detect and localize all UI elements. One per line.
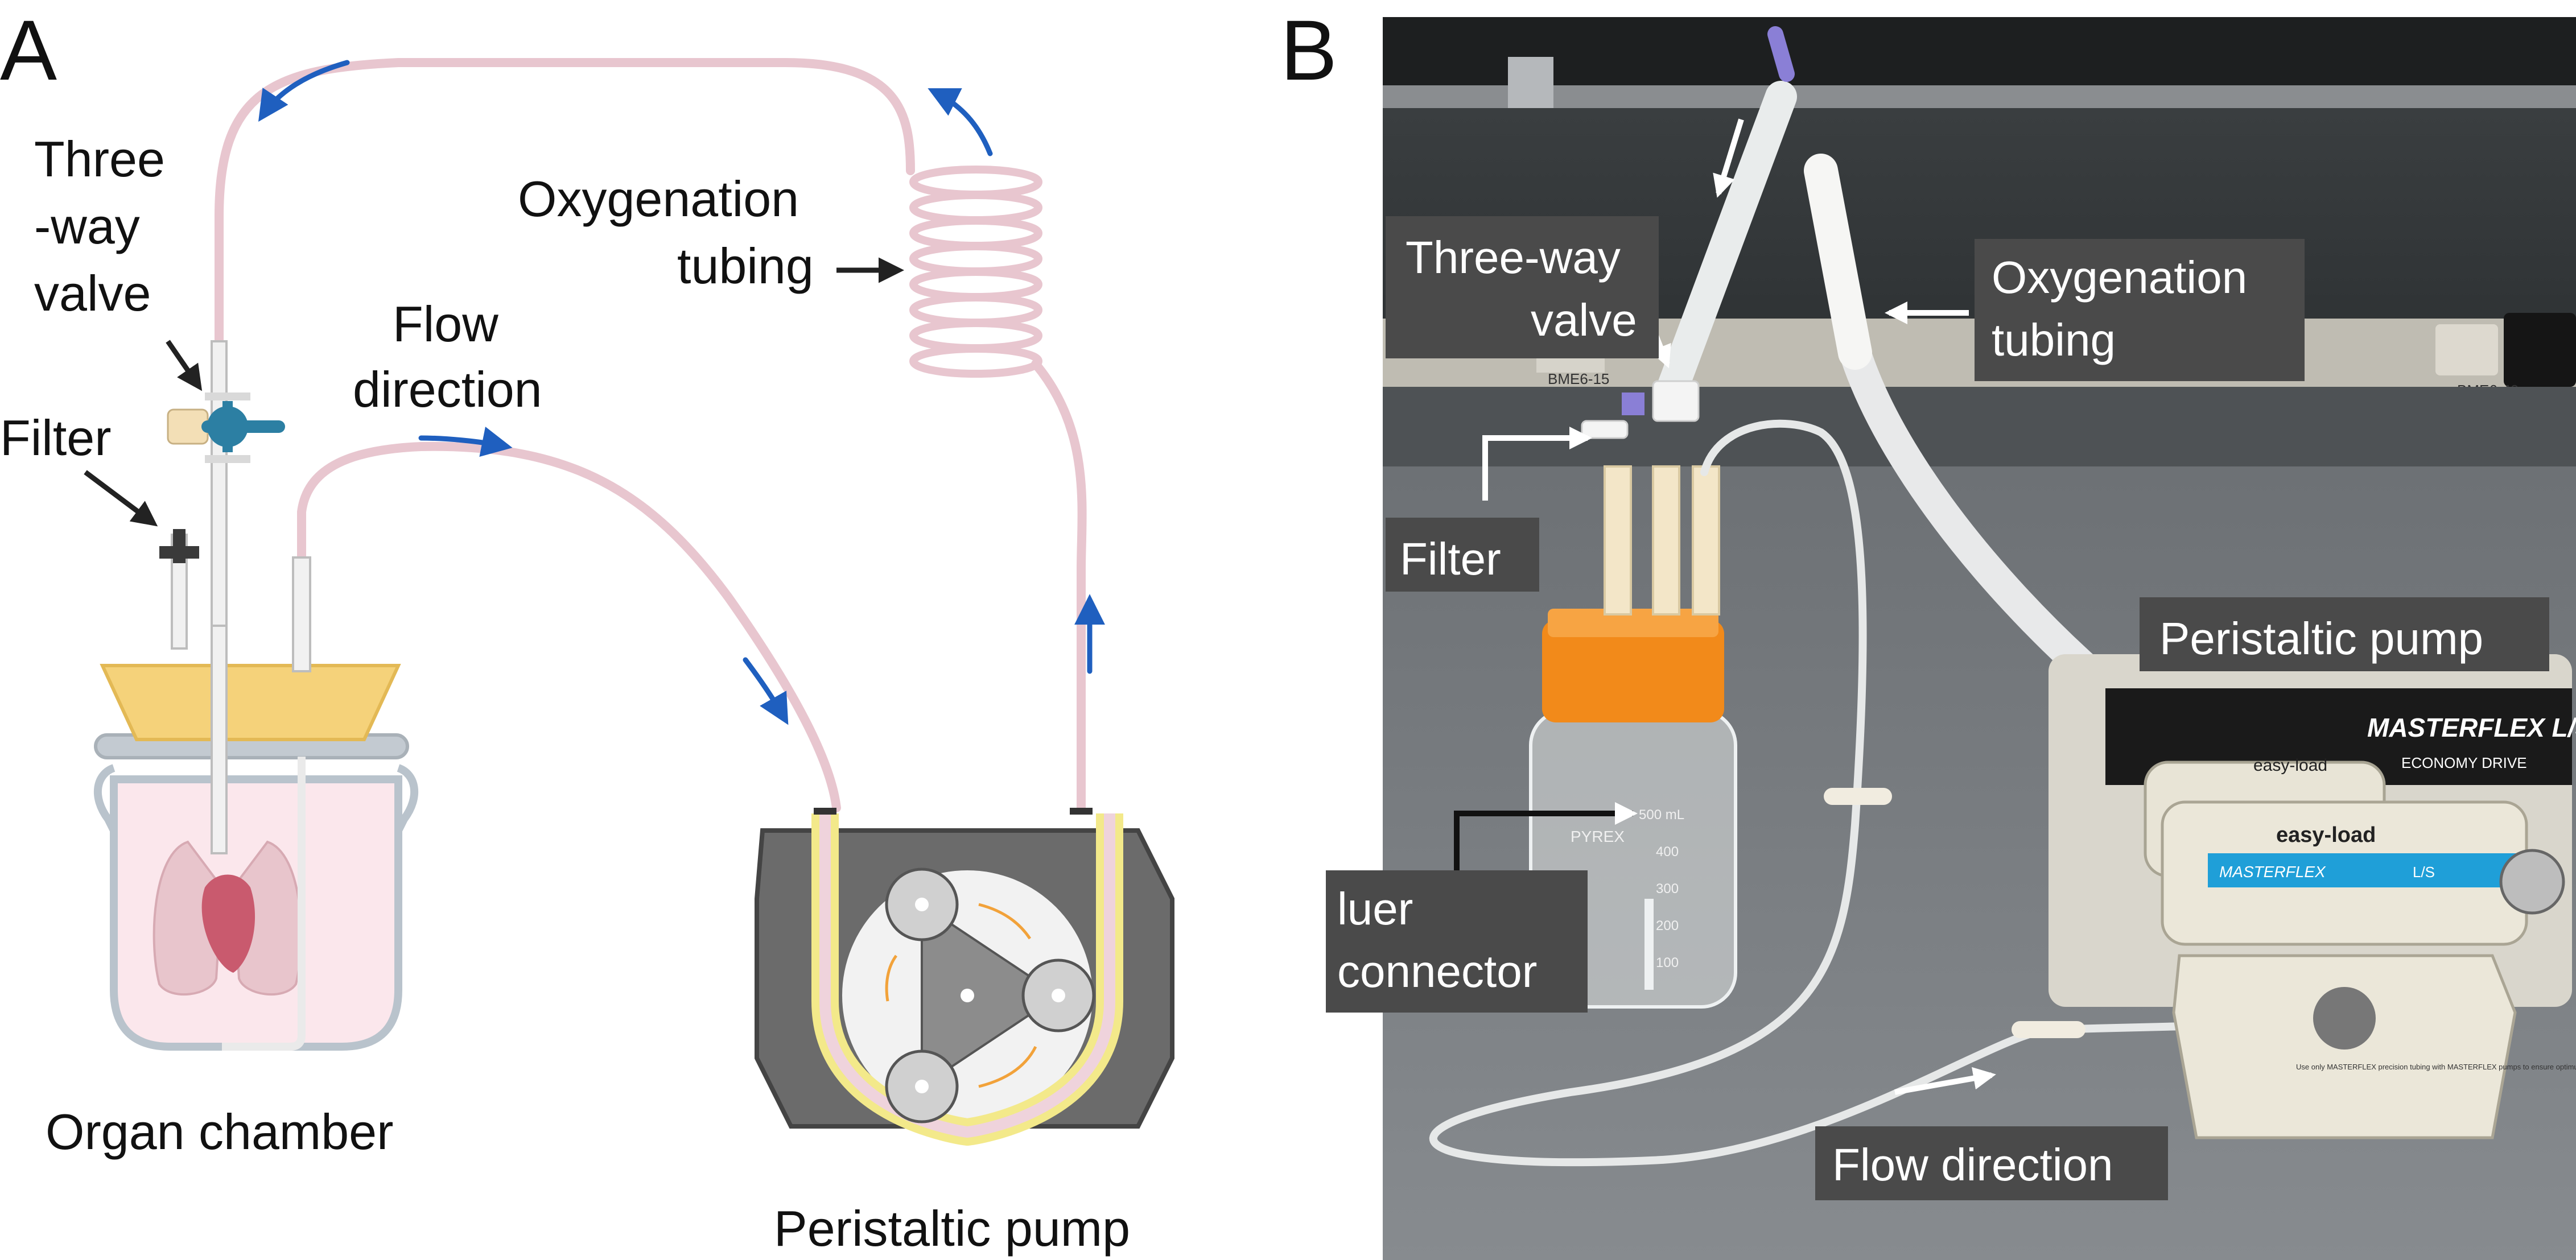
pointer-filter	[84, 470, 158, 527]
label-peristaltic-pump: Peristaltic pump	[774, 1200, 1130, 1257]
pump-head-ls: L/S	[2413, 864, 2435, 881]
callout-luer: luer connector	[1337, 883, 1537, 997]
bottle-mark-200: 200	[1656, 918, 1679, 933]
bottle-mark-100: 100	[1656, 955, 1679, 970]
panel-a: A	[0, 2, 1174, 1257]
flow-arrows	[258, 60, 1105, 725]
tubing	[215, 58, 1087, 812]
pump-model: ECONOMY DRIVE	[2401, 754, 2527, 771]
pump-head-label: easy-load	[2276, 823, 2376, 847]
label-filter: Filter	[0, 410, 112, 466]
callout-three-way-valve-box	[1386, 216, 1659, 358]
panel-b-letter: B	[1280, 2, 1337, 98]
pump-head-warning: Use only MASTERFLEX precision tubing wit…	[2296, 1063, 2576, 1071]
callout-flow: Flow direction	[1832, 1139, 2113, 1190]
photo-arrow-flow	[1894, 1067, 1996, 1095]
callout-pump: Peristaltic pump	[2159, 613, 2483, 664]
callout-filter-box	[1386, 518, 1539, 592]
panel-a-pointers	[84, 257, 904, 527]
three-way-valve	[167, 340, 285, 627]
bottle-mark-500: 500 mL	[1639, 807, 1684, 823]
flow-arrow-down	[743, 657, 789, 725]
photo-arrow-down	[1713, 118, 1744, 198]
filter-part	[159, 529, 199, 650]
callout-oxygenation-box	[1975, 239, 2305, 381]
callout-pump-box	[2140, 597, 2549, 671]
callout-oxygenation: Oxygenation tubing	[1992, 252, 2260, 365]
flow-arrow-top	[258, 60, 350, 122]
pump-head-label-back: easy-load	[2253, 756, 2327, 775]
pump-head-brand: MASTERFLEX	[2219, 863, 2326, 881]
bottle-brand: PYREX	[1571, 828, 1625, 845]
oxygenation-coil	[909, 166, 1042, 378]
panel-b-callouts: Three-way valve Oxygenation tubing Filte…	[1326, 216, 2549, 1200]
label-flow-direction: Flow direction	[353, 296, 542, 418]
flow-arrow-coil-out	[928, 88, 993, 156]
bottle-mark-300: 300	[1656, 881, 1679, 897]
bottle-mark-400: 400	[1656, 844, 1679, 860]
pump-brand: MASTERFLEX L/S	[2367, 713, 2576, 742]
organ-chamber	[93, 556, 419, 1051]
callout-luer-box	[1326, 870, 1588, 1013]
bottle-graduations: 500 mL 400 300 200 100	[1639, 807, 1684, 970]
panel-a-letter: A	[0, 2, 57, 98]
callout-three-way-valve: Three-way valve	[1406, 232, 1637, 345]
callout-filter: Filter	[1400, 534, 1501, 584]
callout-flow-box	[1815, 1126, 2168, 1200]
flow-arrow-middle	[418, 427, 513, 457]
outlet-label-left: BME6-15	[1548, 370, 1609, 387]
panel-b: B BME6-15 BME6-40 PYREX	[1280, 2, 2576, 1260]
pump: MASTERFLEX L/S ECONOMY DRIVE easy-load e…	[2049, 654, 2576, 1139]
pointer-valve	[166, 340, 203, 391]
label-oxygenation-tubing: Oxygenation tubing	[518, 171, 814, 294]
label-three-way-valve: Three -way valve	[34, 131, 179, 321]
peristaltic-pump-diagram	[755, 808, 1174, 1146]
panel-a-labels: Three -way valve Filter Flow direction O…	[0, 131, 1130, 1257]
photo-arrow-luer	[1454, 802, 1638, 870]
label-organ-chamber: Organ chamber	[46, 1104, 393, 1160]
photo-arrow-filter	[1482, 427, 1592, 501]
